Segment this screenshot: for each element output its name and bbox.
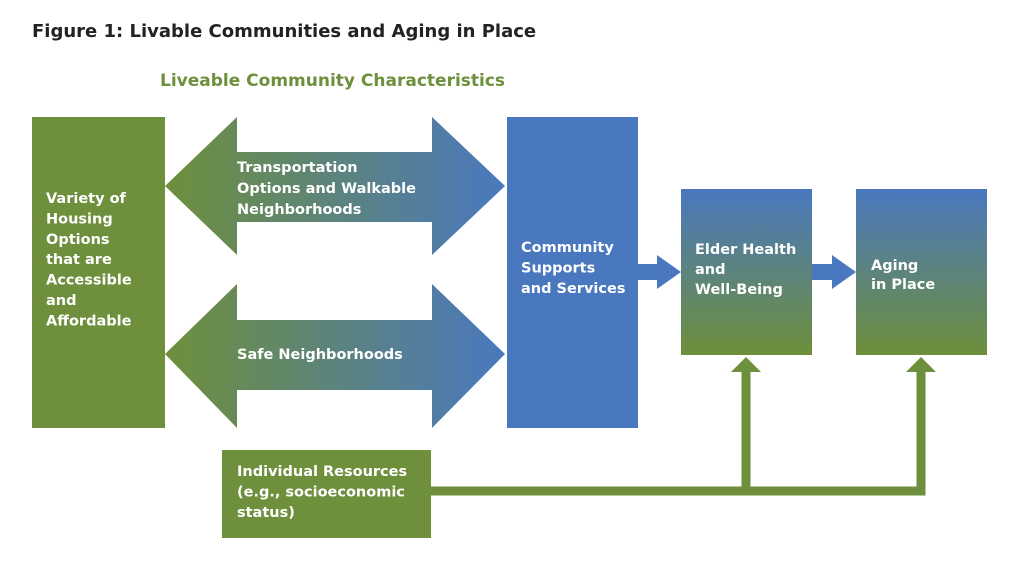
housing-options-label-line-3: Options (46, 232, 110, 248)
transportation-label-line-3: Neighborhoods (237, 202, 361, 218)
aging-in-place-label: Aging in Place (871, 258, 935, 293)
housing-options-label-line-5: Accessible (46, 273, 132, 289)
individual-resources-label-line-1: Individual Resources (237, 464, 407, 480)
individual-resources-connector-line (431, 370, 926, 496)
transportation-label-line-1: Transportation (237, 160, 358, 176)
elder-health-label-line-1: Elder Health (695, 242, 796, 258)
safe-neighborhoods-label-line-1: Safe Neighborhoods (237, 347, 403, 363)
individual-resources-label: Individual Resources (e.g., socioeconomic… (237, 464, 407, 521)
safe-neighborhoods-label: Safe Neighborhoods (237, 347, 403, 363)
community-supports-label-line-3: and Services (521, 281, 625, 297)
elder-health-box (681, 189, 812, 355)
elder-to-aging-arrow (812, 255, 856, 289)
aging-in-place-label-line-2: in Place (871, 277, 935, 293)
community-supports-label-line-2: Supports (521, 261, 595, 277)
housing-options-box (32, 117, 165, 428)
community-supports-box (507, 117, 638, 428)
individual-resources-label-line-3: status) (237, 505, 295, 521)
individual-resources-label-line-2: (e.g., socioeconomic (237, 485, 405, 501)
to-aging-in-place-arrowhead (906, 357, 936, 372)
safe-neighborhoods-double-arrow (165, 284, 505, 428)
housing-options-label-line-2: Housing (46, 211, 113, 227)
community-supports-label-line-1: Community (521, 240, 614, 256)
transportation-label-line-2: Options and Walkable (237, 181, 416, 197)
aging-in-place-label-line-1: Aging (871, 258, 918, 274)
elder-health-label-line-3: Well-Being (695, 282, 783, 298)
transportation-double-arrow (165, 117, 505, 255)
housing-options-label-line-7: Affordable (46, 313, 132, 329)
aging-in-place-box (856, 189, 987, 355)
housing-options-label-line-4: that are (46, 252, 112, 268)
diagram-subtitle: Liveable Community Characteristics (160, 71, 505, 91)
housing-options-label-line-1: Variety of (46, 191, 127, 207)
housing-options-label-line-6: and (46, 293, 77, 309)
elder-health-label-line-2: and (695, 262, 726, 278)
individual-resources-box (222, 450, 431, 538)
to-elder-health-arrowhead (731, 357, 761, 372)
figure-title: Figure 1: Livable Communities and Aging … (32, 21, 536, 42)
community-to-elder-arrow (638, 255, 681, 289)
